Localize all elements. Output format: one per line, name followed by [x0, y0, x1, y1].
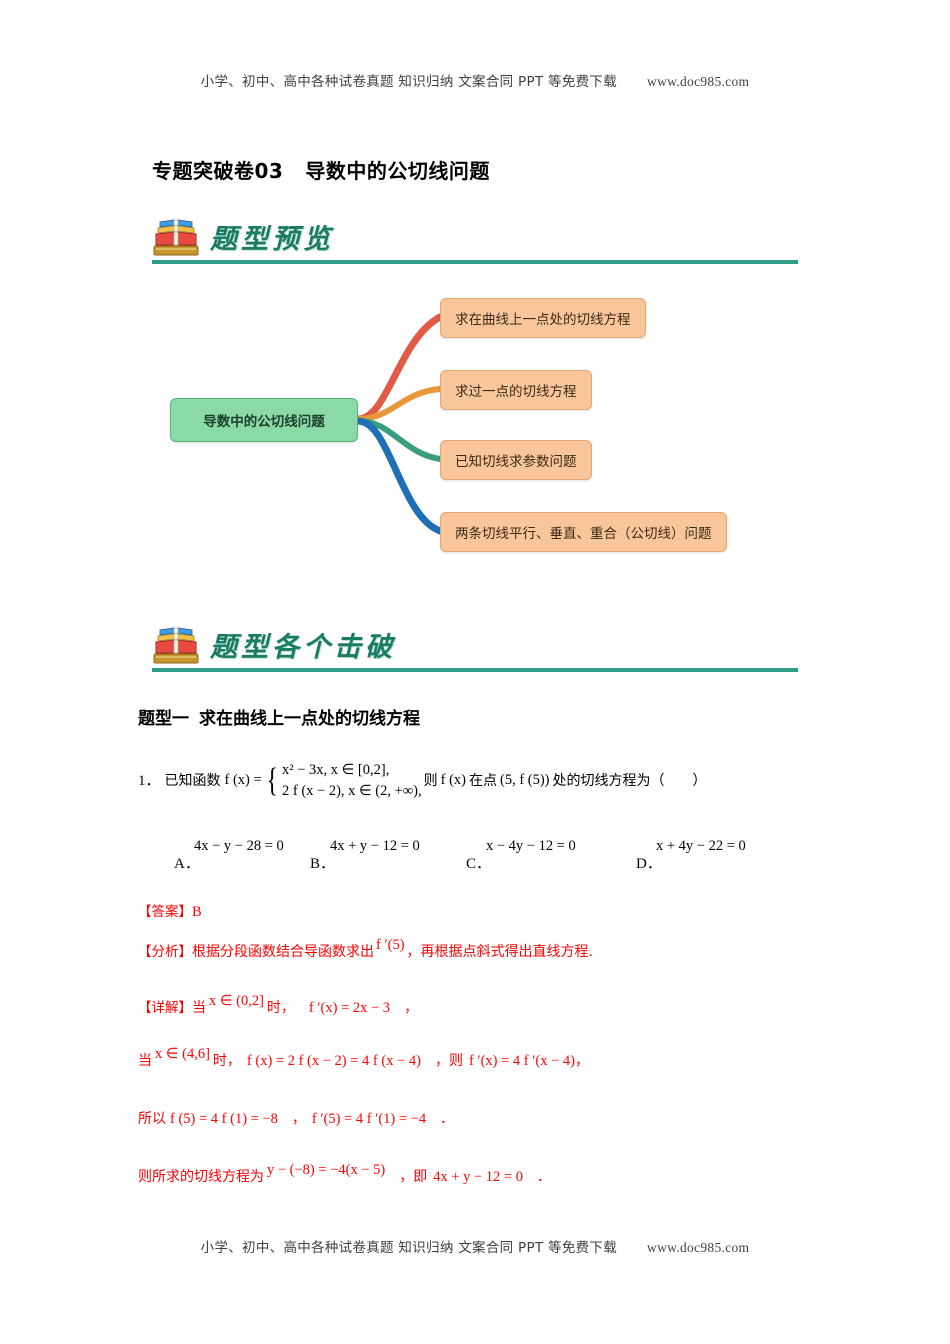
analysis-text-1: 根据分段函数结合导函数求出	[192, 944, 374, 960]
books-icon-2	[153, 627, 199, 664]
detail-4-end: ．	[537, 1169, 551, 1185]
type-label: 题型一	[138, 709, 189, 729]
mindmap-node-2: 求过一点的切线方程	[440, 370, 592, 410]
detail-line-1: 【详解】 当 x ∈ (0,2] 时， f ′(x) = 2x − 3 ，	[138, 993, 838, 1017]
question-type-heading: 题型一求在曲线上一点处的切线方程	[138, 704, 420, 729]
detail-2-pre: 当	[138, 1053, 152, 1069]
type-text: 求在曲线上一点处的切线方程	[199, 709, 420, 729]
detail-label: 【详解】	[138, 1000, 192, 1016]
detail-line-4: 则所求的切线方程为 y − (−8) = −4(x − 5) ，即 4x + y…	[138, 1162, 838, 1186]
footer-watermark: 小学、初中、高中各种试卷真题 知识归纳 文案合同 PPT 等免费下载 www.do…	[0, 1236, 950, 1256]
stem-tail: 处的切线方程为（ ）	[552, 772, 707, 789]
title-main: 专题突破卷03	[152, 159, 284, 183]
answer-label: 【答案】	[138, 904, 192, 920]
detail-4-expression-2: 4x + y − 12 = 0	[433, 1169, 523, 1185]
stem-point-value: (5, f (5))	[499, 772, 550, 789]
mindmap-branches	[354, 313, 444, 535]
stem-point-label: 在点	[468, 772, 497, 789]
watermark-site: www.doc985.com	[647, 74, 750, 89]
detail-3-expression-1: f (5) = 4 f (1) = −8	[170, 1111, 278, 1127]
option-a[interactable]: A． 4x − y − 28 = 0	[174, 838, 284, 873]
banner-rule-2	[152, 668, 798, 672]
answer-value: B	[192, 904, 202, 920]
title-sub: 导数中的公切线问题	[305, 159, 490, 183]
detail-1-pre: 当	[192, 1000, 206, 1016]
detail-line-3: 所以 f (5) = 4 f (1) = −8 ， f ′(5) = 4 f ′…	[138, 1108, 838, 1128]
brace-icon: {	[266, 762, 278, 800]
analysis-line: 【分析】 根据分段函数结合导函数求出 f ′(5) ，再根据点斜式得出直线方程.	[138, 937, 838, 961]
option-a-label: A．	[174, 856, 200, 872]
question-stem: 1． 已知函数 f (x) = { x² − 3x, x ∈ [0,2], 2 …	[138, 760, 818, 802]
footer-watermark-site: www.doc985.com	[647, 1240, 750, 1255]
mindmap-root-node: 导数中的公切线问题	[170, 398, 358, 442]
detail-2-condition: x ∈ (4,6]	[155, 1046, 210, 1062]
banner-preview-label: 题型预览	[210, 224, 334, 255]
detail-1-end: ，	[404, 1000, 419, 1016]
option-a-expr: 4x − y − 28 = 0	[194, 838, 284, 854]
option-d-expr: x + 4y − 22 = 0	[656, 838, 746, 854]
detail-line-2: 当 x ∈ (4,6] 时， f (x) = 2 f (x − 2) = 4 f…	[138, 1046, 838, 1070]
piecewise-definition: { x² − 3x, x ∈ [0,2], 2 f (x − 2), x ∈ (…	[264, 760, 422, 802]
detail-4-sep: ，即	[399, 1169, 428, 1185]
detail-2-sep: ，则	[434, 1053, 463, 1069]
option-c[interactable]: C． x − 4y − 12 = 0	[466, 838, 576, 873]
option-b-expr: 4x + y − 12 = 0	[330, 838, 420, 854]
books-icon	[153, 219, 199, 256]
stem-middle: 则	[423, 772, 438, 789]
analysis-text-2: ，再根据点斜式得出直线方程.	[406, 944, 593, 960]
answer-line: 【答案】B	[138, 900, 838, 921]
mindmap: 导数中的公切线问题 求在曲线上一点处的切线方程 求过一点的切线方程 已知切线求参…	[152, 280, 832, 570]
detail-3-end: ．	[440, 1111, 455, 1127]
detail-3-expression-2: f ′(5) = 4 f ′(1) = −4	[311, 1111, 427, 1127]
banner-breakdown-label: 题型各个击破	[210, 632, 396, 663]
detail-1-mid: 时，	[266, 1000, 295, 1016]
option-d-label: D．	[636, 856, 662, 872]
piece-line-1: x² − 3x, x ∈ [0,2],	[282, 762, 390, 778]
option-b-label: B．	[310, 856, 336, 872]
stem-prefix: 已知函数	[164, 772, 221, 789]
watermark-text: 小学、初中、高中各种试卷真题 知识归纳 文案合同 PPT 等免费下载	[200, 74, 618, 90]
mindmap-node-3: 已知切线求参数问题	[440, 440, 592, 480]
section-banner-breakdown: 题型各个击破	[152, 622, 798, 672]
mindmap-node-4: 两条切线平行、垂直、重合（公切线）问题	[440, 512, 727, 552]
question-number: 1．	[138, 773, 161, 790]
detail-1-condition: x ∈ (0,2]	[209, 993, 264, 1009]
banner-rule	[152, 260, 798, 264]
detail-2-end: ，	[575, 1053, 590, 1069]
detail-3-pre: 所以	[138, 1111, 166, 1127]
section-banner-preview: 题型预览	[152, 214, 798, 264]
footer-watermark-text: 小学、初中、高中各种试卷真题 知识归纳 文案合同 PPT 等免费下载	[200, 1240, 618, 1256]
analysis-label: 【分析】	[138, 944, 192, 960]
detail-3-sep: ，	[291, 1111, 306, 1127]
option-d[interactable]: D． x + 4y − 22 = 0	[636, 838, 746, 873]
detail-2-expression-1: f (x) = 2 f (x − 2) = 4 f (x − 4)	[246, 1053, 421, 1069]
detail-4-pre: 则所求的切线方程为	[138, 1169, 264, 1185]
detail-2-mid: 时，	[212, 1053, 241, 1069]
option-row: A． 4x − y − 28 = 0 B． 4x + y − 12 = 0 C．…	[138, 838, 838, 896]
piece-line-2: 2 f (x − 2), x ∈ (2, +∞),	[282, 783, 422, 800]
option-b[interactable]: B． 4x + y − 12 = 0	[310, 838, 420, 873]
page-title: 专题突破卷03 导数中的公切线问题	[152, 155, 490, 184]
detail-2-expression-2: f ′(x) = 4 f ′(x − 4)	[468, 1053, 576, 1069]
stem-fx: f (x)	[440, 772, 466, 789]
option-c-label: C．	[466, 856, 492, 872]
function-label: f (x) =	[224, 772, 262, 789]
detail-1-expression: f ′(x) = 2x − 3	[308, 1000, 391, 1016]
option-c-expr: x − 4y − 12 = 0	[486, 838, 576, 854]
header-watermark: 小学、初中、高中各种试卷真题 知识归纳 文案合同 PPT 等免费下载 www.do…	[0, 70, 950, 90]
detail-4-expression-1: y − (−8) = −4(x − 5)	[267, 1162, 386, 1178]
analysis-expression: f ′(5)	[376, 937, 405, 953]
mindmap-node-1: 求在曲线上一点处的切线方程	[440, 298, 646, 338]
